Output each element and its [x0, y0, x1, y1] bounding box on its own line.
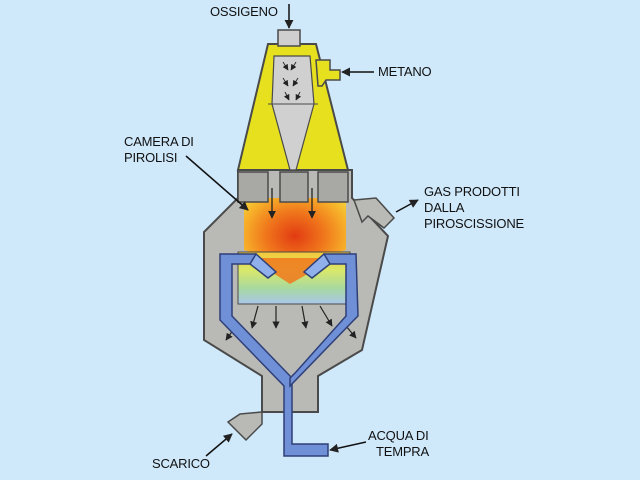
gas-outlet-nozzle [352, 197, 396, 229]
refractory-blocks [237, 171, 349, 203]
label-scarico: SCARICO [152, 456, 210, 471]
outflow-arrows [225, 305, 357, 341]
drain-nozzle [226, 411, 263, 442]
label-metano: METANO [378, 64, 432, 79]
label-gas-line1: GAS PRODOTTI [424, 184, 520, 199]
methane-nozzle [315, 59, 341, 87]
label-arrows [185, 4, 419, 457]
label-camera-line1: CAMERA DI [124, 134, 194, 149]
oxygen-inlet [277, 29, 301, 47]
label-gas-line3: PIROSCISSIONE [424, 216, 524, 231]
label-acqua-line1: ACQUA DI [368, 428, 429, 443]
pyrolysis-chamber-flame [244, 198, 346, 282]
quench-water-pipe [219, 252, 359, 457]
label-gas-line2: DALLA [424, 200, 465, 215]
burner-flow-arrows [282, 61, 302, 101]
label-ossigeno: OSSIGENO [210, 4, 278, 19]
label-acqua-line2: TEMPRA [376, 444, 429, 459]
label-camera-line2: PIROLISI [124, 150, 178, 165]
chamber-flow-arrows [268, 188, 316, 219]
